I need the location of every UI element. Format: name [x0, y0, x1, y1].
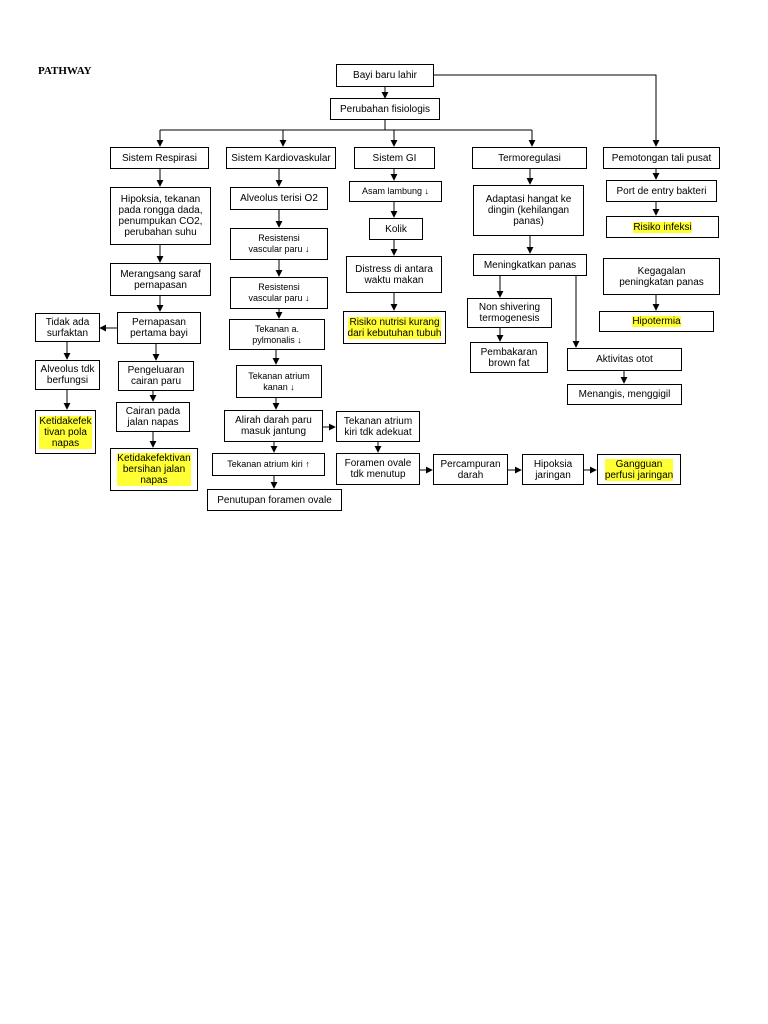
node-kegagalan-peningkatan-panas: Kegagalan peningkatan panas [603, 258, 720, 295]
node-pembakaran-brown-fat: Pembakaran brown fat [470, 342, 548, 373]
node-alveolus-terisi-o2: Alveolus terisi O2 [230, 187, 328, 210]
node-sistem-respirasi: Sistem Respirasi [110, 147, 209, 169]
node-port-de-entry: Port de entry bakteri [606, 180, 717, 202]
node-tekanan-atrium-kanan: Tekanan atrium kanan ↓ [236, 365, 322, 398]
node-perubahan-fisiologis: Perubahan fisiologis [330, 98, 440, 120]
node-tekanan-atrium-kiri: Tekanan atrium kiri ↑ [212, 453, 325, 476]
node-tekanan-atrium-kiri-tdk: Tekanan atrium kiri tdk adekuat [336, 411, 420, 442]
node-resistensi-vascular-2: Resistensi vascular paru ↓ [230, 277, 328, 309]
node-tidak-ada-surfaktan: Tidak ada surfaktan [35, 313, 100, 342]
node-alveolus-tdk-berfungsi: Alveolus tdk berfungsi [35, 360, 100, 390]
node-resistensi-vascular-1: Resistensi vascular paru ↓ [230, 228, 328, 260]
node-risiko-nutrisi: Risiko nutrisi kurang dari kebutuhan tub… [343, 311, 446, 344]
node-pengeluaran-cairan: Pengeluaran cairan paru [118, 361, 194, 391]
node-percampuran-darah: Percampuran darah [433, 454, 508, 485]
node-hipoksia-jaringan: Hipoksia jaringan [522, 454, 584, 485]
page-title: PATHWAY [38, 65, 92, 77]
node-kolik: Kolik [369, 218, 423, 240]
node-menangis-menggigil: Menangis, menggigil [567, 384, 682, 405]
node-bayi-baru-lahir: Bayi baru lahir [336, 64, 434, 87]
node-non-shivering: Non shivering termogenesis [467, 298, 552, 328]
node-hipotermia: Hipotermia [599, 311, 714, 332]
node-distress-makan: Distress di antara waktu makan [346, 256, 442, 293]
node-aliran-darah-paru: Alirah darah paru masuk jantung [224, 410, 323, 442]
node-adaptasi-hangat: Adaptasi hangat ke dingin (kehilangan pa… [473, 185, 584, 236]
node-sistem-gi: Sistem GI [354, 147, 435, 169]
node-pernapasan-pertama: Pernapasan pertama bayi [117, 312, 201, 344]
node-risiko-infeksi: Risiko infeksi [606, 216, 719, 238]
node-meningkatkan-panas: Meningkatkan panas [473, 254, 587, 276]
node-cairan-jalan-napas: Cairan pada jalan napas [116, 402, 190, 432]
node-ketidakefektivan-pola-napas: Ketidakefek tivan pola napas [35, 410, 96, 454]
node-tekanan-a-pylmonalis: Tekanan a. pylmonalis ↓ [229, 319, 325, 350]
node-asam-lambung: Asam lambung ↓ [349, 181, 442, 202]
node-pemotongan-tali-pusat: Pemotongan tali pusat [603, 147, 720, 169]
node-penutupan-foramen: Penutupan foramen ovale [207, 489, 342, 511]
node-foramen-ovale-tdk: Foramen ovale tdk menutup [336, 453, 420, 485]
node-ketidakefektivan-bersihan: Ketidakefektivan bersihan jalan napas [110, 448, 198, 491]
node-merangsang-saraf: Merangsang saraf pernapasan [110, 263, 211, 296]
node-termoregulasi: Termoregulasi [472, 147, 587, 169]
node-hipoksia-tekanan: Hipoksia, tekanan pada rongga dada, penu… [110, 187, 211, 245]
node-aktivitas-otot: Aktivitas otot [567, 348, 682, 371]
node-sistem-kardiovaskular: Sistem Kardiovaskular [226, 147, 336, 169]
node-gangguan-perfusi: Gangguan perfusi jaringan [597, 454, 681, 485]
